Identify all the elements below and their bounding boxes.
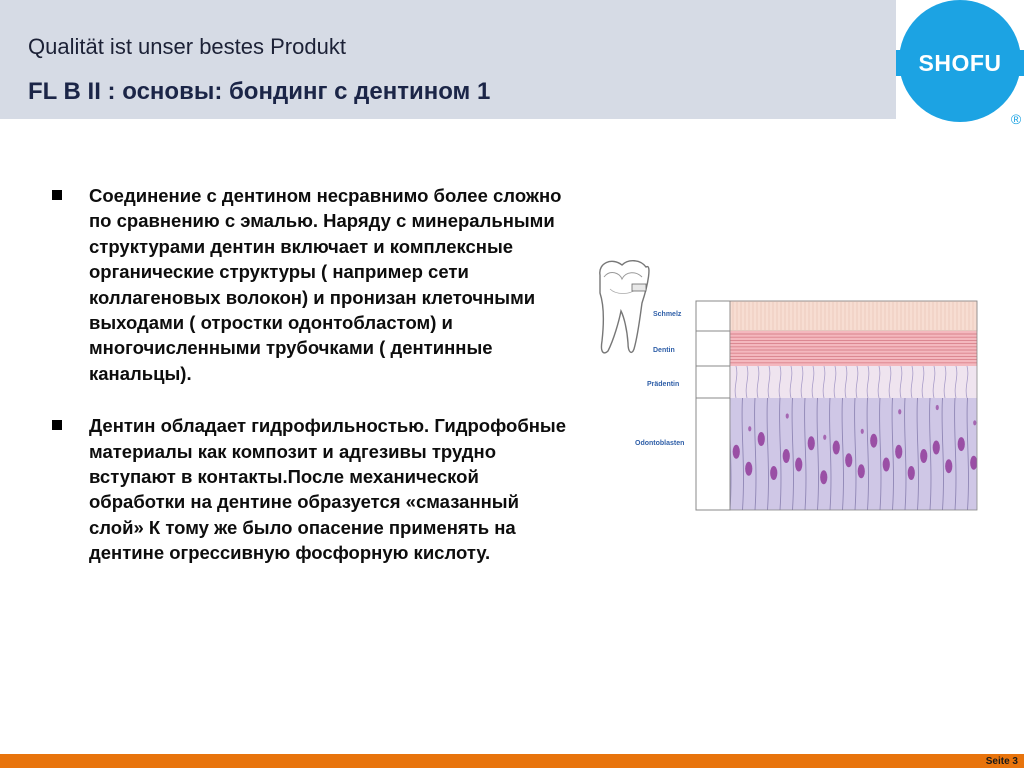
label-schmelz: Schmelz — [653, 311, 682, 318]
enamel-layer — [729, 300, 978, 332]
dentin-layer — [730, 331, 977, 366]
bullet-list: Соединение с дентином несравнимо более с… — [52, 183, 572, 593]
label-praedentin: Prädentin — [647, 381, 679, 388]
list-item: Дентин обладает гидрофильностью. Гидрофо… — [52, 413, 572, 565]
bullet-text: Дентин обладает гидрофильностью. Гидрофо… — [89, 415, 567, 564]
predentin-layer — [730, 366, 977, 398]
square-bullet-icon — [52, 420, 62, 431]
dentin-diagram: Schmelz Dentin Prädentin Odontoblasten — [590, 255, 990, 515]
footer-bar — [0, 754, 1024, 768]
tooth-illustration — [599, 260, 650, 354]
slide-title: FL B II : основы: бондинг с дентином 1 — [28, 78, 491, 105]
logo-text: SHOFU — [919, 50, 1002, 76]
list-item: Соединение с дентином несравнимо более с… — [52, 183, 572, 386]
square-bullet-icon — [52, 190, 62, 200]
page-number: Seite 3 — [985, 756, 1018, 767]
label-odontoblasten: Odontoblasten — [635, 440, 684, 447]
registered-mark: ® — [1011, 111, 1022, 127]
header-band: Qualität ist unser bestes Produkt FL B I… — [0, 0, 896, 119]
label-dentin: Dentin — [653, 347, 675, 354]
bullet-text: Соединение с дентином несравнимо более с… — [89, 185, 562, 384]
slogan: Qualität ist unser bestes Produkt — [28, 34, 346, 59]
shofu-logo: SHOFU ® — [896, 0, 1024, 130]
